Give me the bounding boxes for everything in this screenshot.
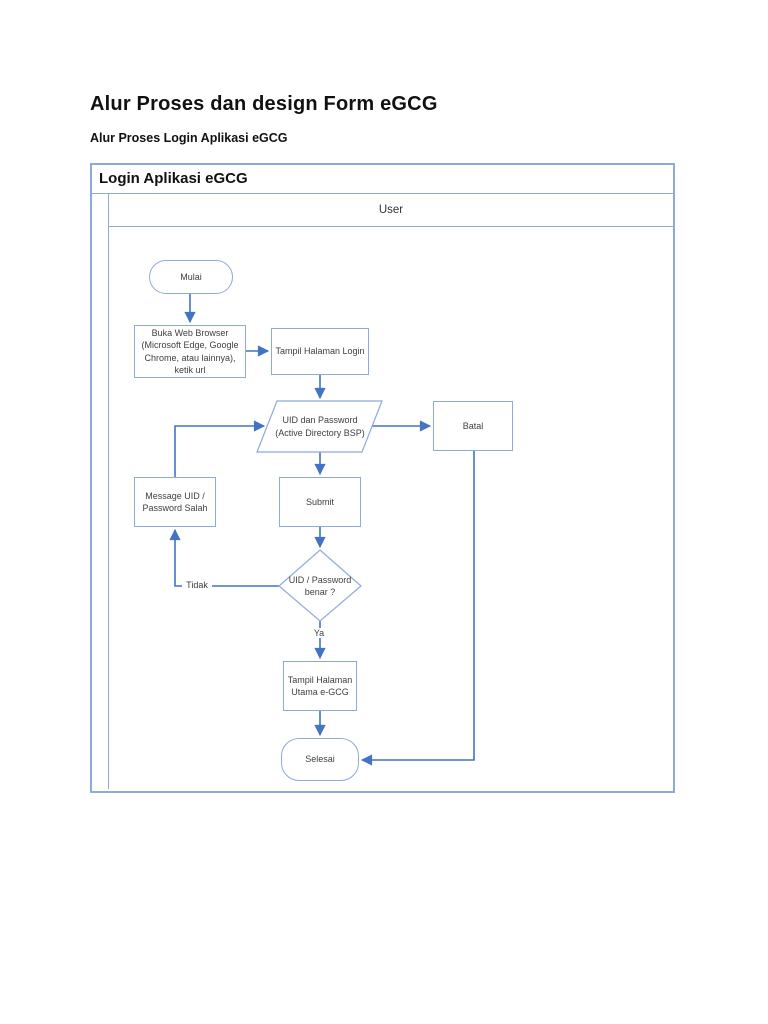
swimlane-strip xyxy=(92,194,109,789)
flowchart-canvas: Mulai Buka Web Browser (Microsoft Edge, … xyxy=(109,227,673,789)
node-submit: Submit xyxy=(279,477,361,527)
lane-header-user: User xyxy=(109,194,673,227)
node-input-credentials: UID dan Password (Active Directory BSP) xyxy=(272,403,368,450)
node-show-main-label: Tampil Halaman Utama e-GCG xyxy=(287,674,353,697)
node-show-login-label: Tampil Halaman Login xyxy=(275,346,365,357)
node-submit-label: Submit xyxy=(305,496,334,507)
node-start: Mulai xyxy=(149,260,233,294)
node-decision: UID / Password benar ? xyxy=(285,571,355,601)
node-decision-label: UID / Password benar ? xyxy=(288,574,352,597)
page-subtitle: Alur Proses Login Aplikasi eGCG xyxy=(90,131,288,145)
node-cancel-label: Batal xyxy=(462,420,484,431)
node-cancel: Batal xyxy=(433,401,513,451)
node-error-message-label: Message UID / Password Salah xyxy=(142,490,208,513)
node-show-login: Tampil Halaman Login xyxy=(271,328,369,375)
connector-error-to-input xyxy=(174,420,266,477)
diagram-title: Login Aplikasi eGCG xyxy=(92,165,673,194)
edge-label-tidak: Tidak xyxy=(182,580,212,590)
input-parallelogram-shape xyxy=(256,400,383,453)
connector-cancel-to-end xyxy=(360,451,475,766)
flowchart-frame: Login Aplikasi eGCG User xyxy=(90,163,675,793)
edge-label-ya: Ya xyxy=(310,628,328,638)
swimlane-user: User xyxy=(109,194,673,789)
node-end: Selesai xyxy=(281,738,359,781)
connector-decision-tidak-to-error xyxy=(169,528,279,587)
flowchart-connectors xyxy=(169,294,475,766)
node-open-browser: Buka Web Browser (Microsoft Edge, Google… xyxy=(134,325,246,378)
node-show-main: Tampil Halaman Utama e-GCG xyxy=(283,661,357,711)
node-end-label: Selesai xyxy=(305,754,335,765)
page-title: Alur Proses dan design Form eGCG xyxy=(90,93,438,115)
node-error-message: Message UID / Password Salah xyxy=(134,477,216,527)
node-open-browser-label: Buka Web Browser (Microsoft Edge, Google… xyxy=(141,328,239,375)
node-start-label: Mulai xyxy=(180,271,202,282)
node-input-credentials-label: UID dan Password (Active Directory BSP) xyxy=(275,415,365,438)
decision-diamond-shape xyxy=(278,549,362,622)
